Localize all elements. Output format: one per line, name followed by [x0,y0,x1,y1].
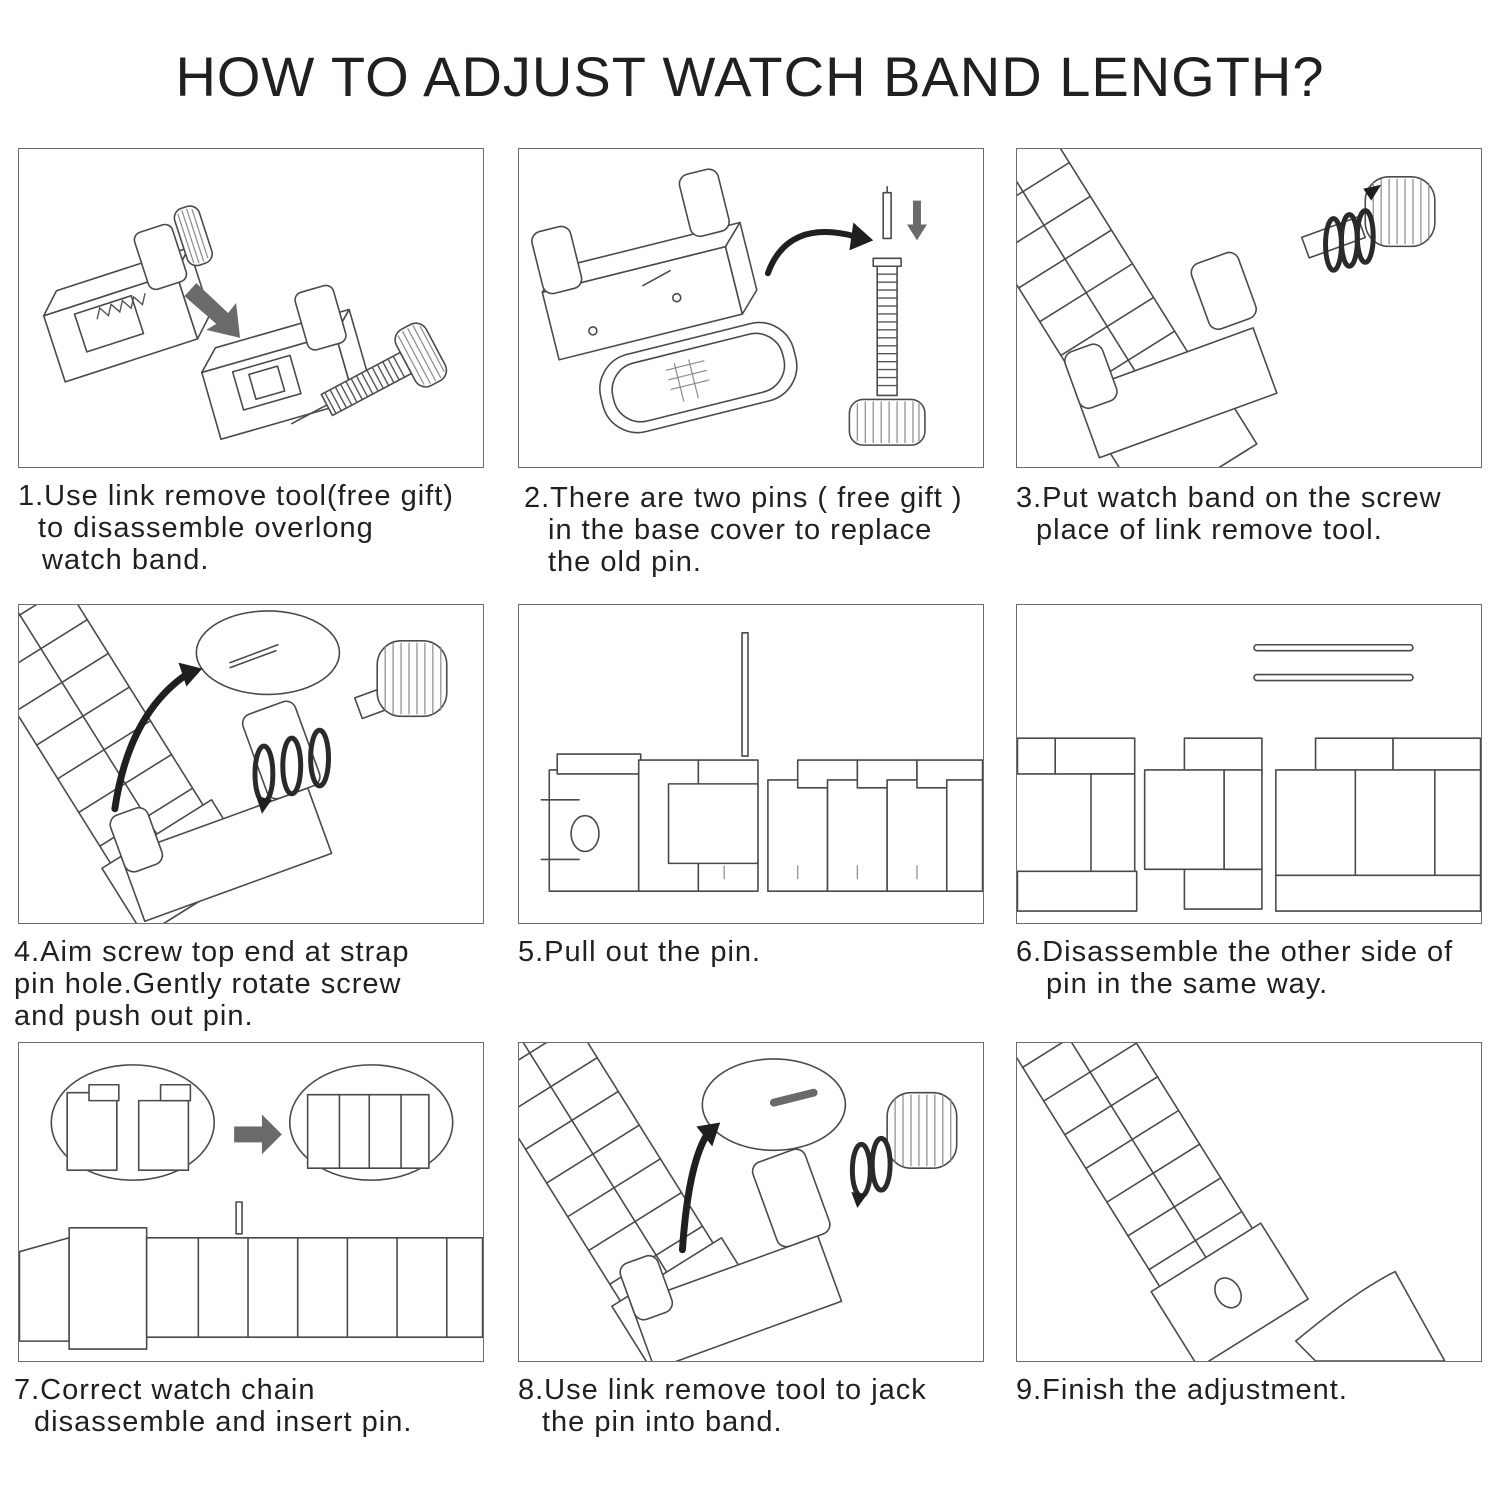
step-9-caption-line-1: 9.Finish the adjustment. [1016,1374,1348,1406]
link-remove-tool-icon [519,1043,958,1361]
step-4-caption-line-3: and push out pin. [14,1000,254,1032]
step-7-illustration [18,1042,484,1362]
step-3-caption-line-2: place of link remove tool. [1036,514,1383,546]
step-3-illustration [1016,148,1482,468]
step-8-caption-line-1: 8.Use link remove tool to jack [518,1374,927,1406]
step-8-caption: 8.Use link remove tool to jack the pin i… [518,1374,998,1438]
step-6-caption-line-1: 6.Disassemble the other side of [1016,936,1454,968]
step-5-illustration [518,604,984,924]
step-3-caption-line-1: 3.Put watch band on the screw [1016,482,1442,514]
step-7-caption: 7.Correct watch chain disassemble and in… [14,1374,494,1438]
step-4-caption-line-2: pin hole.Gently rotate screw [14,968,402,1000]
step-6-caption-line-2: pin in the same way. [1046,968,1329,1000]
step-4-caption: 4.Aim screw top end at strap pin hole.Ge… [14,936,494,1032]
watch-band-icon [19,1064,483,1350]
pin-icon [1017,643,1481,912]
pin-icon [540,632,983,892]
watch-band-icon [1017,149,1436,467]
step-7-caption-line-2: disassemble and insert pin. [34,1406,413,1438]
step-9-caption: 9.Finish the adjustment. [1016,1374,1496,1406]
step-4-illustration [18,604,484,924]
link-remove-tool-icon [42,205,448,441]
step-2-caption-line-2: in the base cover to replace [548,514,933,546]
step-5-caption-line-1: 5.Pull out the pin. [518,936,762,968]
step-1-caption-line-3: watch band. [42,544,210,576]
step-8-caption-line-2: the pin into band. [542,1406,783,1438]
step-6-caption: 6.Disassemble the other side of pin in t… [1016,936,1496,1000]
step-9-illustration [1016,1042,1482,1362]
step-2-illustration [518,148,984,468]
step-6-illustration [1016,604,1482,924]
pin-icon [531,168,927,446]
watch-band-icon [1017,1043,1446,1361]
step-1-illustration [18,148,484,468]
step-1-caption-line-2: to disassemble overlong [38,512,374,544]
step-1-caption-line-1: 1.Use link remove tool(free gift) [18,480,454,512]
step-1-caption: 1.Use link remove tool(free gift) to dis… [18,480,498,576]
step-2-caption-line-1: 2.There are two pins ( free gift ) [524,482,963,514]
step-2-caption: 2.There are two pins ( free gift ) in th… [524,482,1004,578]
link-remove-tool-icon [19,605,448,923]
step-3-caption: 3.Put watch band on the screw place of l… [1016,482,1496,546]
step-2-caption-line-3: the old pin. [548,546,702,578]
page-title: HOW TO ADJUST WATCH BAND LENGTH? [175,45,1325,108]
step-8-illustration [518,1042,984,1362]
step-5-caption: 5.Pull out the pin. [518,936,998,968]
step-7-caption-line-1: 7.Correct watch chain [14,1374,316,1406]
step-4-caption-line-1: 4.Aim screw top end at strap [14,936,410,968]
